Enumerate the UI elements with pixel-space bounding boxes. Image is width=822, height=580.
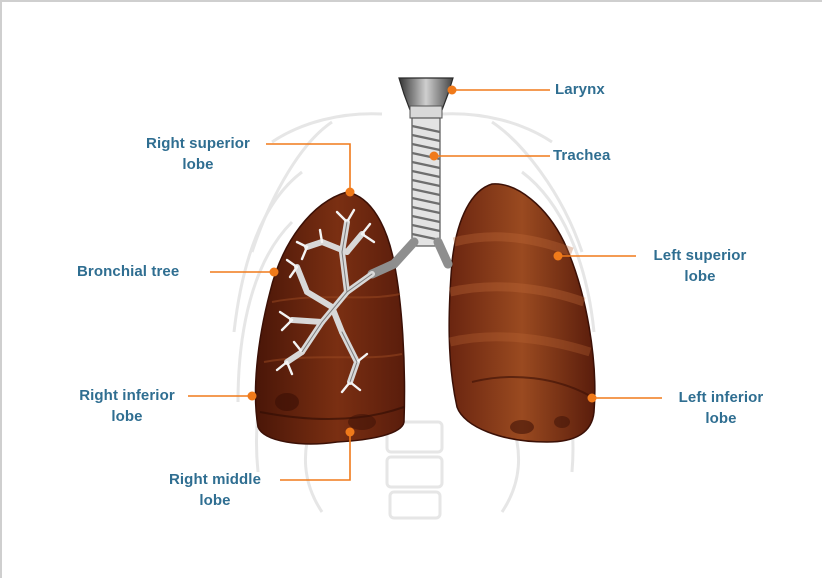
dot-right-superior — [346, 188, 355, 197]
label-right-middle-lobe: Right middle lobe — [152, 469, 278, 511]
label-bronchial-tree: Bronchial tree — [77, 261, 179, 282]
label-left-inferior-line1: Left inferior — [664, 387, 778, 408]
label-left-superior-line2: lobe — [638, 266, 762, 287]
dot-right-inferior — [248, 392, 257, 401]
leader-right-superior — [266, 144, 350, 192]
label-left-superior-lobe: Left superior lobe — [638, 245, 762, 287]
label-right-middle-line1: Right middle — [152, 469, 278, 490]
right-lung — [255, 192, 404, 444]
label-right-superior-lobe: Right superior lobe — [130, 133, 266, 175]
dot-left-inferior — [588, 394, 597, 403]
dot-left-superior — [554, 252, 563, 261]
label-left-superior-line1: Left superior — [638, 245, 762, 266]
label-bronchial-line1: Bronchial tree — [77, 261, 179, 282]
label-larynx: Larynx — [555, 79, 605, 100]
label-trachea-line1: Trachea — [553, 145, 610, 166]
label-larynx-line1: Larynx — [555, 79, 605, 100]
dot-larynx — [448, 86, 457, 95]
dot-right-middle — [346, 428, 355, 437]
label-right-middle-line2: lobe — [152, 490, 278, 511]
label-right-inferior-line2: lobe — [65, 406, 189, 427]
larynx-graphic — [399, 78, 453, 118]
dot-trachea — [430, 152, 439, 161]
label-right-superior-line1: Right superior — [130, 133, 266, 154]
label-left-inferior-line2: lobe — [664, 408, 778, 429]
label-right-inferior-line1: Right inferior — [65, 385, 189, 406]
label-right-superior-line2: lobe — [130, 154, 266, 175]
label-left-inferior-lobe: Left inferior lobe — [664, 387, 778, 429]
left-lung — [449, 184, 595, 442]
dot-bronchial — [270, 268, 279, 277]
label-trachea: Trachea — [553, 145, 610, 166]
label-right-inferior-lobe: Right inferior lobe — [65, 385, 189, 427]
